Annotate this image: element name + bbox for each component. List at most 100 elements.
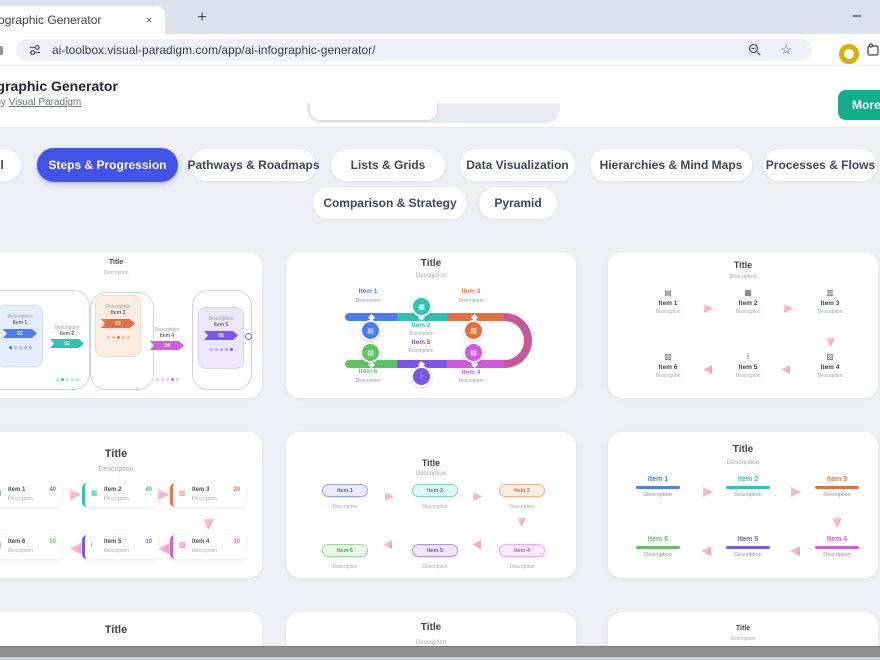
close-icon[interactable]: × bbox=[145, 13, 153, 27]
filter-pyramid[interactable]: Pyramid bbox=[478, 186, 558, 220]
filter-pathways-roadmaps[interactable]: Pathways & Roadmaps bbox=[187, 148, 320, 182]
flow-arrow-right-icon bbox=[703, 487, 713, 497]
zigzag-item: Description Item 4 04 bbox=[144, 327, 190, 381]
item-desc: Description bbox=[332, 564, 358, 570]
minimize-icon[interactable]: – bbox=[852, 6, 862, 24]
template-card-icon-grid[interactable]: Title Description ▤ Item 1 Description ▦… bbox=[608, 252, 878, 398]
item-desc: Description bbox=[408, 348, 434, 354]
item-desc: Description bbox=[355, 378, 381, 384]
card-description: Description bbox=[103, 270, 129, 276]
zigzag-item: Description Item 2 02 bbox=[44, 325, 90, 381]
progress-dots bbox=[155, 378, 179, 381]
more-ai-tools-button[interactable]: More AI Tools bbox=[838, 90, 880, 120]
path-end-node bbox=[245, 333, 252, 340]
flow-arrow-right-icon bbox=[473, 492, 482, 501]
horizontal-scrollbar[interactable] bbox=[0, 646, 880, 657]
brand-link[interactable]: Visual Paradigm bbox=[8, 97, 82, 108]
flow-arrow-left-icon bbox=[790, 546, 800, 556]
filter-data-visualization[interactable]: Data Visualization bbox=[459, 148, 576, 182]
item-icon: ▦ bbox=[744, 288, 752, 297]
browser-tab[interactable]: AI Infographic Generator × bbox=[0, 6, 165, 34]
grid-item: ▦ Item 2 Description bbox=[713, 288, 783, 315]
item-desc: Description bbox=[104, 548, 130, 554]
underline-item: Item 3 Description bbox=[802, 476, 872, 498]
grid-item: ▥ Item 3 Description bbox=[795, 288, 865, 315]
item-label: Item 3 bbox=[110, 310, 126, 316]
url-text: ai-toolbox.visual-paradigm.com/app/ai-in… bbox=[52, 43, 376, 57]
item-label: Item 6 bbox=[8, 539, 26, 545]
underline-item: Item 4 Description bbox=[802, 536, 872, 558]
grid-item: i Item 5 Description bbox=[713, 352, 783, 379]
card-title: Title bbox=[108, 259, 124, 266]
stat-item: ▧ Item 6 Description 10 bbox=[0, 535, 62, 559]
item-number-ribbon: 04 bbox=[150, 341, 184, 350]
bookmark-star-icon[interactable]: ☆ bbox=[780, 42, 792, 57]
view-toggle[interactable] bbox=[307, 103, 560, 123]
item-label: Item 3 bbox=[826, 476, 848, 483]
item-desc: Description bbox=[104, 496, 130, 502]
item-desc: Description bbox=[192, 548, 218, 554]
item-value: 10 bbox=[49, 539, 56, 545]
view-toggle-active-segment[interactable] bbox=[310, 103, 437, 120]
item-value: 40 bbox=[145, 487, 152, 493]
template-card-stat-list[interactable]: Title Description ▤ Item 1 Description 4… bbox=[0, 432, 262, 578]
flow-arrow-left-icon bbox=[70, 543, 81, 554]
card-description: Description bbox=[726, 459, 760, 466]
app-header: AI Infographic Generator Powered by Visu… bbox=[0, 66, 880, 128]
item-desc: Description bbox=[644, 491, 672, 498]
item-number-ribbon: 01 bbox=[3, 329, 37, 338]
item-desc: Description bbox=[509, 504, 535, 510]
pill-item: Item 3 bbox=[499, 484, 545, 497]
timeline-curve bbox=[502, 313, 532, 368]
reload-icon[interactable] bbox=[0, 46, 3, 55]
card-title: Title bbox=[104, 448, 128, 460]
underline-item: Item 6 Description bbox=[623, 536, 693, 558]
flow-arrow-left-icon bbox=[383, 540, 392, 549]
card-description: Description bbox=[415, 273, 446, 279]
filter-lists-grids[interactable]: Lists & Grids bbox=[330, 148, 446, 182]
flow-arrow-left-icon bbox=[158, 543, 169, 554]
item-icon: ▨ bbox=[826, 352, 834, 361]
extensions-icon[interactable] bbox=[866, 43, 880, 62]
item-icon: ▨ bbox=[179, 542, 186, 549]
underline-item: Item 5 Description bbox=[713, 536, 783, 558]
item-label: Item 1 bbox=[12, 320, 28, 326]
item-icon: ▤ bbox=[360, 320, 381, 341]
flow-arrow-right-icon bbox=[791, 487, 801, 497]
address-bar[interactable]: ai-toolbox.visual-paradigm.com/app/ai-in… bbox=[16, 39, 812, 61]
item-label: Item 2 bbox=[59, 331, 75, 337]
item-underline bbox=[726, 486, 770, 489]
item-icon: ▥ bbox=[463, 320, 484, 341]
connector-lane bbox=[192, 290, 252, 390]
flow-arrow-right-icon bbox=[158, 489, 169, 500]
progress-dots bbox=[106, 336, 130, 339]
filter-comparison-strategy[interactable]: Comparison & Strategy bbox=[312, 186, 468, 220]
item-label: Item 5 bbox=[213, 322, 229, 328]
filter-hierarchies-mindmaps[interactable]: Hierarchies & Mind Maps bbox=[589, 148, 753, 182]
site-settings-icon[interactable] bbox=[28, 43, 42, 62]
flow-arrow-down-icon bbox=[203, 519, 214, 530]
template-card-pill-grid[interactable]: Title Description Item 1 Item 2 Item 3 I… bbox=[286, 432, 576, 578]
item-desc: Description bbox=[644, 551, 672, 558]
template-card-snake[interactable]: Title Description ▤ ▦ ▥ ▧ i ▨ Item 1 Des… bbox=[286, 252, 576, 398]
item-label: Item 2 bbox=[411, 322, 431, 329]
filter-steps-progression[interactable]: Steps & Progression bbox=[37, 148, 178, 182]
item-value: 40 bbox=[49, 487, 56, 493]
pill-item: Item 1 bbox=[322, 484, 368, 497]
item-value: 20 bbox=[233, 487, 240, 493]
item-desc: Description bbox=[54, 325, 80, 331]
new-tab-button[interactable]: + bbox=[197, 9, 207, 26]
template-card-zigzag[interactable]: Title Description Description Item 1 01 … bbox=[0, 252, 262, 398]
stat-item: ▤ Item 1 Description 40 bbox=[0, 483, 62, 507]
item-icon: i bbox=[91, 542, 93, 549]
item-label: Item 4 bbox=[826, 536, 848, 543]
tab-strip: AI Infographic Generator × + – bbox=[0, 0, 880, 34]
profile-avatar-icon[interactable] bbox=[839, 44, 859, 64]
card-title: Title bbox=[735, 625, 751, 632]
item-desc: Description bbox=[192, 496, 218, 502]
filter-all[interactable]: All bbox=[0, 148, 22, 182]
progress-dots bbox=[209, 348, 233, 351]
template-card-underline-grid[interactable]: Title Description Item 1 Description Ite… bbox=[608, 432, 878, 578]
filter-processes-flows[interactable]: Processes & Flows bbox=[763, 148, 878, 182]
zoom-out-icon[interactable] bbox=[748, 43, 762, 62]
